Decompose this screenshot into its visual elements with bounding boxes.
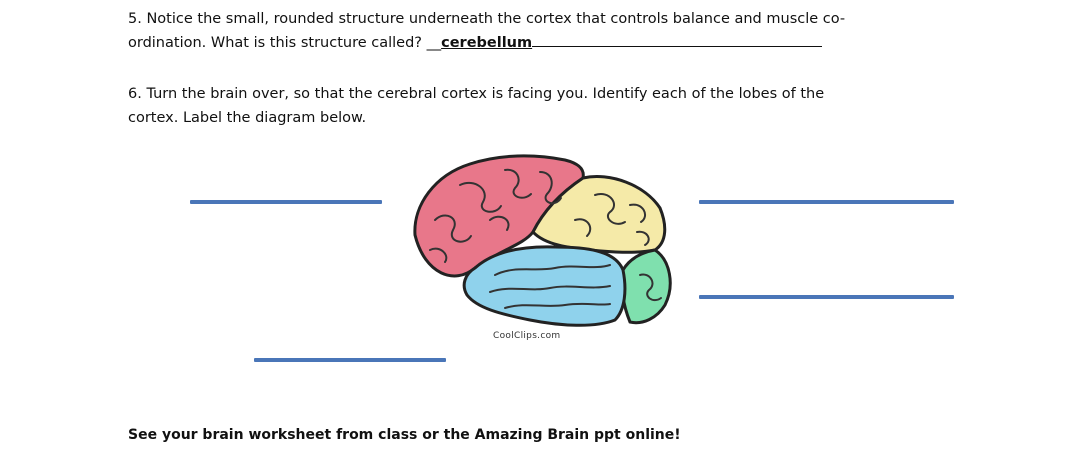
label-line-bottom-left[interactable] bbox=[254, 358, 446, 362]
footer-note: See your brain worksheet from class or t… bbox=[128, 427, 681, 443]
question-6-line-1: 6. Turn the brain over, so that the cere… bbox=[128, 86, 825, 102]
gyri-lines bbox=[429, 168, 662, 309]
question-5-line-1: 5. Notice the small, rounded structure u… bbox=[128, 11, 846, 27]
question-5: 5. Notice the small, rounded structure u… bbox=[128, 7, 968, 55]
label-line-middle-right[interactable] bbox=[699, 295, 954, 299]
brain-diagram bbox=[413, 154, 672, 327]
question-6-line-2: cortex. Label the diagram below. bbox=[128, 110, 367, 126]
question-5-line-2: ordination. What is this structure calle… bbox=[128, 31, 968, 55]
parietal-lobe bbox=[531, 175, 667, 254]
question-5-prompt: ordination. What is this structure calle… bbox=[128, 35, 442, 51]
label-line-top-left[interactable] bbox=[190, 200, 382, 204]
occipital-lobe bbox=[620, 248, 672, 325]
question-5-answer[interactable]: cerebellum bbox=[441, 35, 533, 51]
question-6: 6. Turn the brain over, so that the cere… bbox=[128, 82, 968, 130]
temporal-lobe bbox=[462, 245, 627, 327]
image-credit: CoolClips.com bbox=[493, 331, 561, 341]
label-line-top-right[interactable] bbox=[699, 200, 954, 204]
answer-blank-underline bbox=[532, 33, 823, 47]
